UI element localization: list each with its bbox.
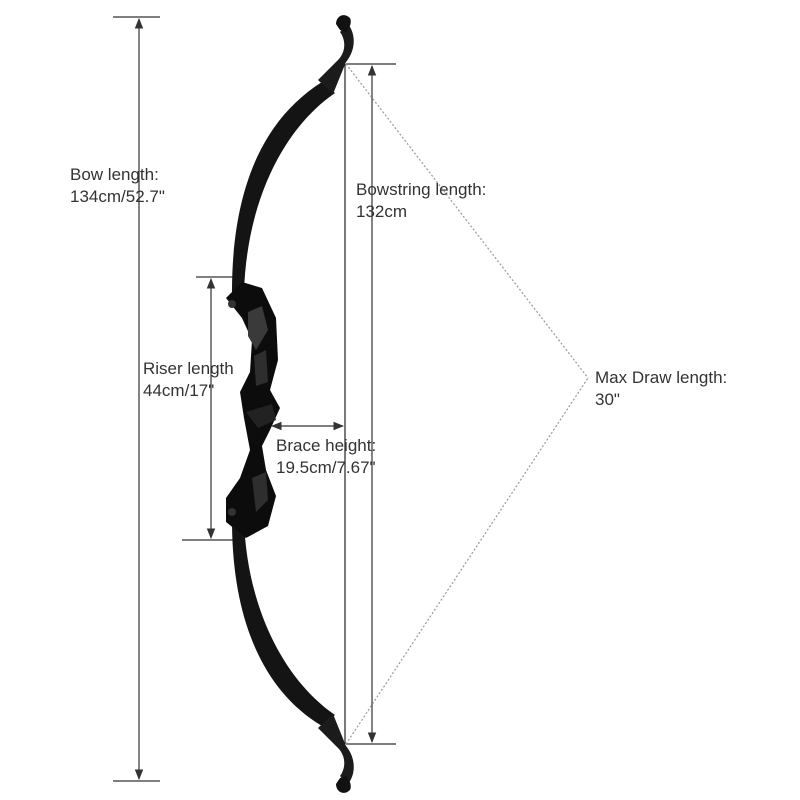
bowstring-length-dimension	[346, 63, 396, 745]
max-draw-length-label: Max Draw length: 30"	[595, 367, 727, 411]
riser	[226, 282, 280, 538]
draw-line-lower	[345, 377, 589, 745]
bow-length-dimension	[113, 16, 160, 782]
bow-length-value: 134cm/52.7"	[70, 187, 165, 206]
bowstring-length-title: Bowstring length:	[356, 180, 487, 199]
max-draw-length-title: Max Draw length:	[595, 368, 728, 387]
bowstring-length-label: Bowstring length: 132cm	[356, 179, 486, 223]
lower-limb	[232, 520, 354, 793]
max-draw-lines	[345, 63, 589, 745]
upper-limb	[232, 15, 354, 292]
riser-length-label: Riser length 44cm/17"	[143, 358, 234, 402]
max-draw-length-value: 30"	[595, 390, 620, 409]
riser-length-value: 44cm/17"	[143, 381, 215, 400]
bowstring-length-value: 132cm	[356, 202, 408, 221]
riser-length-title: Riser length	[143, 359, 234, 378]
brace-height-label: Brace height: 19.5cm/7.67"	[276, 435, 376, 479]
riser-length-dimension	[182, 276, 236, 541]
bow-length-title: Bow length:	[70, 165, 159, 184]
bow-length-label: Bow length: 134cm/52.7"	[70, 164, 165, 208]
brace-height-value: 19.5cm/7.67"	[276, 458, 376, 477]
brace-height-title: Brace height:	[276, 436, 377, 455]
